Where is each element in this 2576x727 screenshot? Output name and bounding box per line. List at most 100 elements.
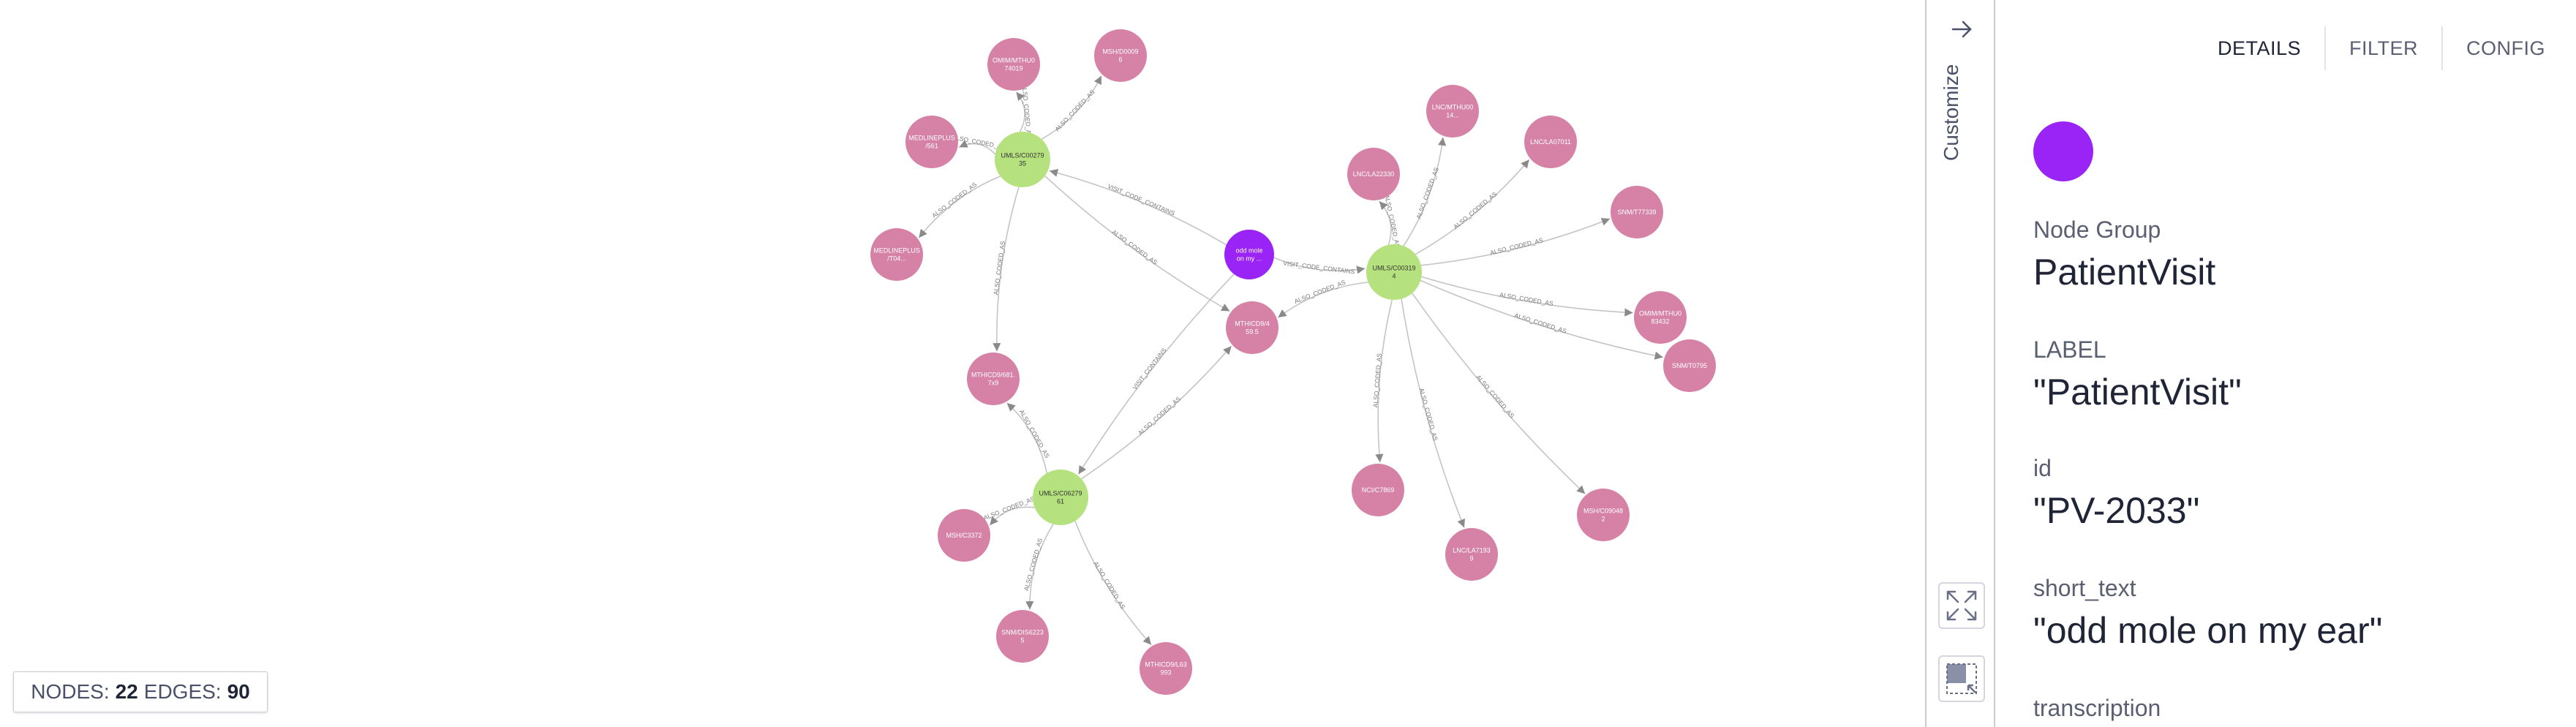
graph-node[interactable]: MEDLINEPLUS/561 [905,116,958,168]
node-circle[interactable] [996,610,1049,663]
node-circle[interactable] [1426,85,1479,138]
edge-label: VISIT_CODE_CONTAINS [1107,182,1176,216]
node-circle[interactable] [870,228,923,281]
node-circle[interactable] [1347,148,1400,200]
edge-label: ALSO_CODED_AS [1018,408,1051,459]
edge-label: ALSO_CODED_AS [1111,228,1159,266]
graph-node[interactable]: SNM/T77339 [1611,186,1663,238]
graph-edge[interactable] [1049,168,1227,246]
graph-edge[interactable] [993,187,1020,352]
graph-edge[interactable] [1415,159,1530,255]
nodes-count: 22 [115,680,138,703]
tab-config[interactable]: CONFIG [2466,37,2545,59]
edge-label: ALSO_CODED_AS [982,494,1036,521]
graph-edge[interactable] [1074,521,1152,646]
graph-edge[interactable] [1081,345,1232,480]
graph-edge[interactable] [1420,279,1663,360]
property-label: LABEL "PatientVisit" [2033,336,2242,413]
graph-edge[interactable] [1277,282,1368,318]
node-label: SNM/T0795 [1672,362,1707,369]
property-value: "PatientVisit" [2033,372,2242,413]
node-circle[interactable] [1352,464,1404,516]
tab-details[interactable]: DETAILS [2217,37,2301,59]
graph-edge[interactable] [1412,293,1586,494]
edge-label: ALSO_CODED_AS [1053,88,1096,132]
node-circle[interactable] [1224,230,1274,279]
graph-edge[interactable] [1421,276,1633,317]
graph-canvas[interactable]: ALSO_CODED_AS ALSO_CODED_AS ALSO_CODED_AS A… [0,0,1924,727]
property-value: PatientVisit [2033,252,2216,293]
graph-edge[interactable] [1375,299,1393,463]
customize-label[interactable]: Customize [1940,64,1962,161]
fit-selection-button[interactable] [1938,655,1985,702]
graph-node[interactable]: LNC/LA22330 [1347,148,1400,200]
graph-edge[interactable] [918,176,1001,238]
node-circle[interactable] [1524,116,1577,168]
node-circle[interactable] [1033,470,1088,525]
graph-node[interactable]: LNC/LA07011 [1524,116,1577,168]
graph-edge[interactable] [1420,218,1611,266]
node-circle[interactable] [1611,186,1663,238]
node-circle[interactable] [1577,489,1630,541]
tab-filter[interactable]: FILTER [2349,37,2418,59]
collapse-arrow-icon[interactable] [1947,15,1976,44]
graph-edge[interactable] [1077,274,1235,475]
graph-edge[interactable] [1044,175,1230,312]
graph-edge[interactable] [1403,137,1447,246]
graph-node[interactable]: NCI/C7869 [1352,464,1404,516]
graph-edge[interactable] [1401,298,1466,528]
node-circle[interactable] [1634,291,1687,344]
property-short-text: short_text "odd mole on my ear" [2033,575,2382,652]
node-circle[interactable] [987,38,1040,91]
node-circle[interactable] [905,116,958,168]
edge-label: ALSO_CODED_AS [1021,84,1033,139]
edge-label: ALSO_CODED_AS [1023,537,1044,591]
edge-label: ALSO_CODED_AS [1383,194,1401,249]
node-circle[interactable] [1226,301,1278,354]
node-circle[interactable] [1094,29,1147,82]
graph-edge[interactable] [1006,402,1048,474]
node-circle[interactable] [967,353,1020,405]
graph-edge[interactable] [1041,75,1102,140]
node-circle[interactable] [1445,528,1498,581]
graph-node[interactable]: MTHICD9/681.7x9 [967,353,1020,405]
node-circle[interactable] [1366,244,1422,300]
node-circle[interactable] [1663,339,1716,392]
graph-stats: NODES: 22 EDGES: 90 [13,671,268,712]
graph-node[interactable]: MSH/C3372 [938,509,990,562]
edge-label: ALSO_CODED_AS [1371,353,1382,407]
edge-label: ALSO_CODED_AS [992,241,1006,295]
details-panel: DETAILS FILTER CONFIG Node Group Patient… [1995,0,2576,727]
node-circle[interactable] [995,132,1050,187]
graph-edge[interactable] [1273,257,1366,274]
graph-edge[interactable] [958,140,996,155]
node-circle[interactable] [1140,642,1192,695]
graph-edge[interactable] [1379,200,1392,246]
graph-node[interactable]: SNM/T0795 [1663,339,1716,392]
expand-button[interactable] [1938,582,1985,629]
node-circle[interactable] [938,509,990,562]
graph-edge[interactable] [1015,91,1025,132]
graph-node[interactable]: MEDLINEPLUS/T04... [870,228,923,281]
property-value: "PV-2033" [2033,490,2200,531]
graph-edge[interactable] [989,506,1035,526]
graph-edge[interactable] [1025,524,1054,610]
